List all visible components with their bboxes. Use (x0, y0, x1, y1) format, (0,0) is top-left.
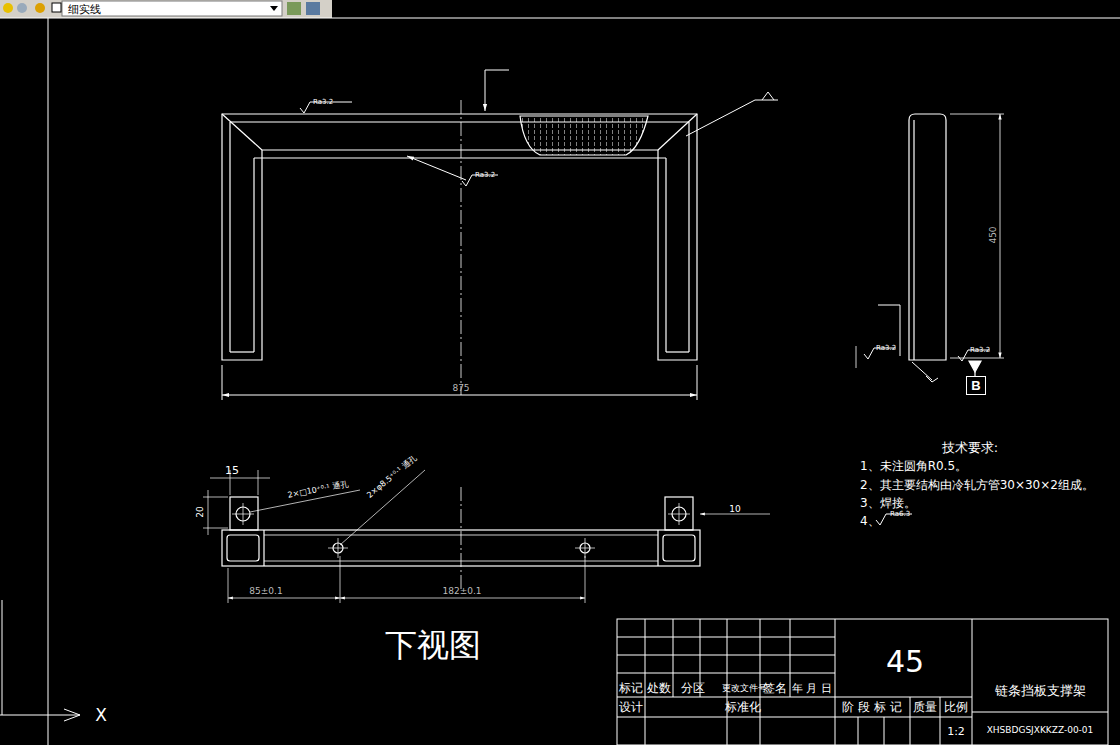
drawing-label: 处数 (647, 682, 671, 694)
drawing-label: 签名 (763, 682, 787, 694)
drawing-label: 标记 (619, 682, 643, 694)
drawing-label: 10 (729, 505, 740, 514)
drawing-label: 4、 (860, 515, 880, 527)
drawing-label: 1、未注圆角R0.5。 (860, 460, 967, 472)
drawing-label: 更改文件号 (722, 684, 767, 693)
drawing-label: 15 (225, 465, 239, 476)
drawing-label: Ra6.3 (890, 511, 910, 518)
toolbar (0, 0, 332, 18)
datum-letter: B (971, 378, 980, 393)
front-view (222, 114, 697, 360)
drawing-label: 下视图 (385, 629, 481, 661)
drawing-label: 设计 (619, 701, 643, 713)
drawing-label: 2、其主要结构由冷轧方管30×30×2组成。 (860, 479, 1094, 491)
drawing-label: 细实线 (68, 4, 101, 15)
drawing-label: 技术要求: (942, 441, 998, 454)
datum-box: B (966, 376, 986, 395)
drawing-label: 标准化 (725, 701, 761, 713)
drawing-label: 45 (886, 647, 924, 677)
drawing-label: X (95, 707, 107, 724)
drawing-label: Ra3.2 (876, 345, 896, 352)
drawing-label: 2×□10⁺⁰·¹ 通孔 (287, 480, 349, 500)
drawing-label: 链条挡板支撑架 (995, 684, 1086, 697)
drawing-label: Ra3.2 (313, 99, 333, 106)
drawing-label: Ra3.2 (970, 347, 990, 354)
drawing-label: XHSBDGSJXKKZZ-00-01 (987, 726, 1094, 735)
drawing-label: Ra3.2 (475, 172, 495, 179)
drawing-label: 875 (452, 384, 469, 393)
drawing-label: 1:2 (947, 726, 965, 737)
drawing-label: 比例 (944, 701, 968, 713)
drawing-label: 20 (196, 506, 205, 517)
drawing-label: 450 (989, 226, 998, 243)
side-view (856, 114, 1004, 382)
drawing-label: 质量 (913, 701, 937, 713)
drawing-label: 年 月 日 (792, 683, 832, 694)
drawing-label: 分区 (681, 682, 705, 694)
drawing-label: 3、焊接。 (860, 497, 916, 509)
title-block (617, 619, 1108, 745)
drawing-label: 85±0.1 (249, 587, 282, 596)
bottom-view (222, 497, 700, 566)
drawing-label: 182±0.1 (442, 587, 481, 596)
drawing-label: 阶 段 标 记 (842, 701, 901, 713)
drawing-label: 2×φ8.5⁺⁰·¹ 通孔 (366, 454, 418, 500)
